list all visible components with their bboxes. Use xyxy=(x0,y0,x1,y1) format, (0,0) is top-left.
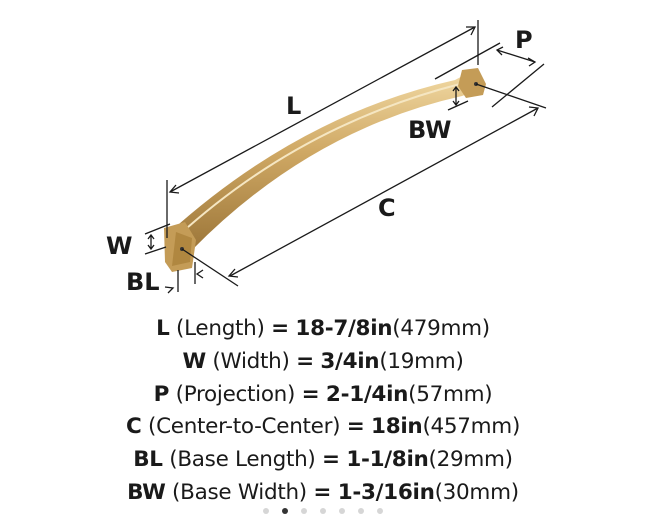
dimension-lines xyxy=(144,20,547,294)
spec-width: W (Width) = 3/4in(19mm) xyxy=(182,348,464,374)
label-BL: BL xyxy=(126,268,160,296)
cabinet-pull-handle xyxy=(164,68,486,272)
carousel-dot[interactable] xyxy=(358,508,364,514)
label-C: C xyxy=(378,194,396,222)
carousel-dot[interactable] xyxy=(320,508,326,514)
carousel-indicator xyxy=(0,508,646,514)
label-BW: BW xyxy=(408,116,451,144)
spec-length: L (Length) = 18-7/8in(479mm) xyxy=(156,316,490,341)
label-L: L xyxy=(286,92,301,120)
carousel-dot[interactable] xyxy=(377,508,383,514)
carousel-dot[interactable] xyxy=(282,508,288,514)
carousel-dot[interactable] xyxy=(301,508,307,514)
dimension-specs: L (Length) = 18-7/8in(479mm) W (Width) =… xyxy=(0,313,646,510)
spec-base-width: BW (Base Width) = 1-3/16in(30mm) xyxy=(127,479,519,505)
spec-projection: P (Projection) = 2-1/4in(57mm) xyxy=(153,381,493,407)
spec-center-to-center: C (Center-to-Center) = 18in(457mm) xyxy=(125,414,521,440)
label-W: W xyxy=(106,232,132,260)
carousel-dot[interactable] xyxy=(263,508,269,514)
handle-dimension-diagram: L P BW C W BL xyxy=(106,20,547,296)
label-P: P xyxy=(515,26,533,54)
spec-base-length: BL (Base Length) = 1-1/8in(29mm) xyxy=(133,447,513,473)
carousel-dot[interactable] xyxy=(339,508,345,514)
